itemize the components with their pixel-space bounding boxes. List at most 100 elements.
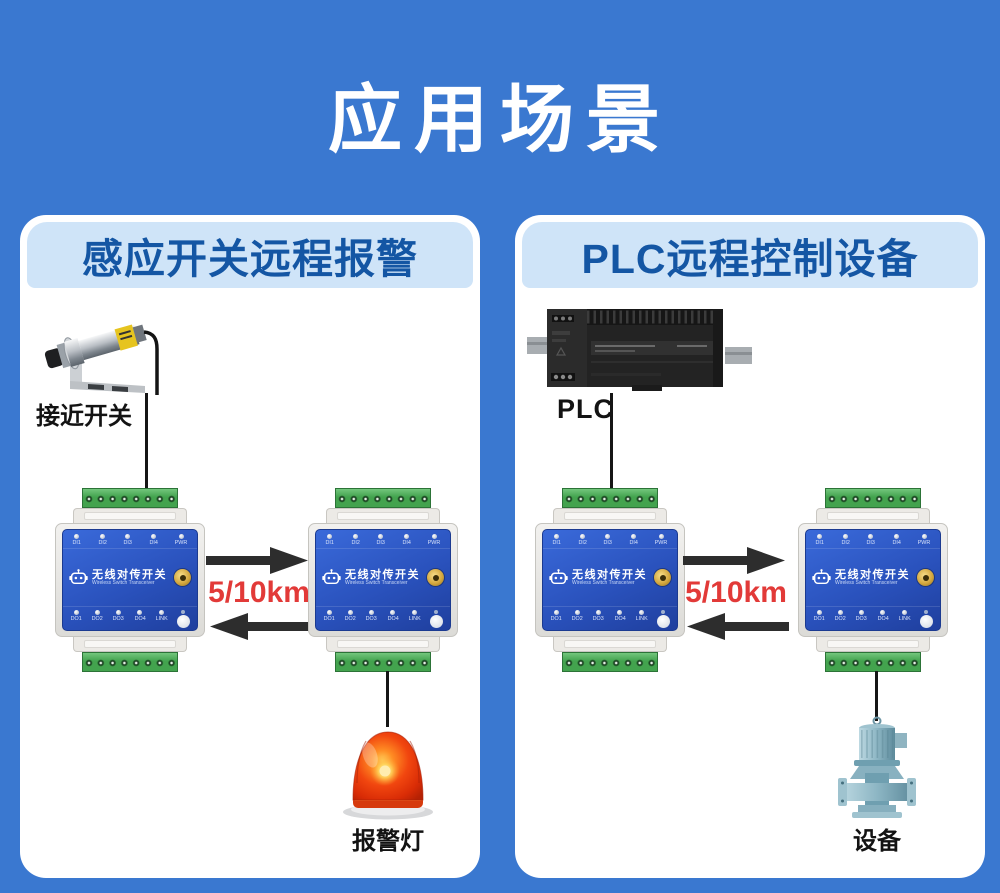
device-subtitle: Wireless Switch Transceiver <box>572 579 635 586</box>
plc-label: PLC <box>557 394 614 424</box>
led-label: DO4 <box>387 616 399 622</box>
wireless-transceiver-device: DI1 DI2 DI3 DI4 PWR <box>308 488 458 672</box>
input-led-row: DI1 DI2 DI3 DI4 PWR <box>316 530 450 549</box>
device-body: DI1 DI2 DI3 DI4 PWR <box>535 523 685 637</box>
led-label: DO2 <box>344 616 356 622</box>
led-label: PWR <box>654 540 668 546</box>
panel-title: PLC远程控制设备 <box>581 236 919 282</box>
input-led-row: DI1 DI2 DI3 DI4 PWR <box>543 530 677 549</box>
panel-header: PLC远程控制设备 <box>522 222 978 288</box>
led-indicator <box>859 610 865 615</box>
device-top-cap <box>553 508 667 523</box>
terminal-block-top <box>82 488 178 508</box>
led-label: DI2 <box>97 540 107 546</box>
led-indicator <box>617 610 623 615</box>
panel-header: 感应开关远程报警 <box>27 222 473 288</box>
input-led-row: DI1 DI2 DI3 DI4 PWR <box>63 530 197 549</box>
led-label: DI4 <box>401 540 411 546</box>
proximity-sensor-image <box>30 299 190 395</box>
led-label: DO2 <box>834 616 846 622</box>
led-indicator <box>868 534 874 539</box>
led-indicator <box>369 610 375 615</box>
wireless-link: 5/10km <box>206 545 312 641</box>
led-indicator <box>817 534 823 539</box>
led-indicator <box>901 610 907 615</box>
device-name: 无线对传开关 <box>572 568 647 581</box>
status-led <box>924 610 929 614</box>
led-label: DO1 <box>323 616 335 622</box>
wire-plc-to-transceiver <box>610 393 613 488</box>
panel-title: 感应开关远程报警 <box>82 236 418 282</box>
robot-logo-icon <box>322 568 341 587</box>
led-indicator <box>893 534 899 539</box>
led-indicator <box>630 534 636 539</box>
set-button <box>919 615 933 628</box>
device-body: DI1 DI2 DI3 DI4 PWR <box>308 523 458 637</box>
pump-image <box>838 715 916 821</box>
wireless-link: 5/10km <box>683 545 789 641</box>
device-name: 无线对传开关 <box>835 568 910 581</box>
led-indicator <box>125 534 131 539</box>
led-indicator <box>837 610 843 615</box>
led-indicator <box>178 534 184 539</box>
led-label: DO1 <box>70 616 82 622</box>
transceiver-left: DI1 DI2 DI3 DI4 PWR <box>55 488 205 673</box>
antenna-connector <box>174 569 191 586</box>
set-button <box>429 615 443 628</box>
wireless-transceiver-device: DI1 DI2 DI3 DI4 PWR <box>535 488 685 672</box>
wire-transceiver-to-pump <box>875 671 878 721</box>
scenario-panel-alarm: 感应开关远程报警 <box>20 215 480 878</box>
set-button <box>176 615 190 628</box>
led-indicator <box>842 534 848 539</box>
device-top-cap <box>816 508 930 523</box>
wireless-transceiver-device: DI1 DI2 DI3 DI4 PWR <box>55 488 205 672</box>
led-label: DO4 <box>877 616 889 622</box>
device-name: 无线对传开关 <box>92 568 167 581</box>
led-label: DI1 <box>325 540 334 546</box>
led-label: DI2 <box>350 540 360 546</box>
page-title: 应用场景 <box>328 78 672 161</box>
device-subtitle: Wireless Switch Transceiver <box>345 579 408 586</box>
led-label: DI3 <box>376 540 385 546</box>
led-indicator <box>638 610 644 615</box>
led-indicator <box>378 534 384 539</box>
wireless-transceiver-device: DI1 DI2 DI3 DI4 PWR <box>798 488 948 672</box>
led-label: DI4 <box>891 540 901 546</box>
terminal-block-bottom <box>335 652 431 672</box>
led-label: DO3 <box>365 616 378 622</box>
antenna-connector <box>654 569 671 586</box>
robot-logo-icon <box>812 568 831 587</box>
terminal-block-bottom <box>825 652 921 672</box>
device-front-panel: DI1 DI2 DI3 DI4 PWR <box>315 529 451 631</box>
led-label: PWR <box>917 540 931 546</box>
status-led <box>661 610 666 614</box>
transceiver-left: DI1 DI2 DI3 DI4 PWR <box>535 488 685 673</box>
wire-sensor-to-transceiver <box>145 393 148 488</box>
led-indicator <box>74 534 80 539</box>
plc-image <box>527 303 752 395</box>
led-indicator <box>94 610 100 615</box>
terminal-block-top <box>825 488 921 508</box>
antenna-connector <box>917 569 934 586</box>
led-indicator <box>150 534 156 539</box>
led-indicator <box>921 534 927 539</box>
terminal-block-top <box>335 488 431 508</box>
robot-logo-icon <box>549 568 568 587</box>
arrow-right-icon <box>206 547 308 574</box>
device-front-panel: DI1 DI2 DI3 DI4 PWR <box>805 529 941 631</box>
led-label: DO2 <box>571 616 583 622</box>
led-label: DI1 <box>815 540 824 546</box>
led-indicator <box>403 534 409 539</box>
led-label: DO3 <box>592 616 605 622</box>
status-led <box>434 610 439 614</box>
led-indicator <box>99 534 105 539</box>
led-indicator <box>658 534 664 539</box>
led-label: DO1 <box>813 616 825 622</box>
led-indicator <box>352 534 358 539</box>
led-label: DI1 <box>552 540 561 546</box>
led-indicator <box>347 610 353 615</box>
led-label: DO1 <box>550 616 562 622</box>
device-front-panel: DI1 DI2 DI3 DI4 PWR <box>542 529 678 631</box>
led-label: DI4 <box>628 540 638 546</box>
device-subtitle: Wireless Switch Transceiver <box>92 579 155 586</box>
